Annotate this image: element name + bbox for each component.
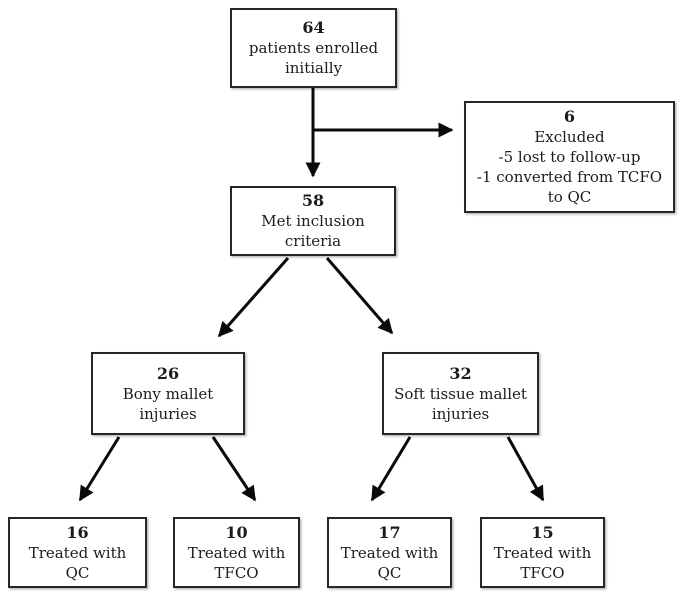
node-bony-mallet-label: Bony mallet xyxy=(122,384,214,403)
node-met-inclusion-label: criteria xyxy=(284,232,342,250)
node-soft-tissue-mallet-count: 32 xyxy=(449,363,472,383)
arrow-bony-to-qc xyxy=(78,436,121,502)
node-excluded-count: 6 xyxy=(563,107,576,126)
node-soft-tissue-mallet-label: Soft tissue mallet xyxy=(394,384,527,403)
node-excluded-detail: to QC xyxy=(547,188,592,206)
node-enrolled-count: 64 xyxy=(302,18,325,37)
node-soft-treated-tfco-label: Treated with xyxy=(493,543,592,562)
node-bony-treated-qc-count: 16 xyxy=(66,522,89,542)
node-met-inclusion-label: Met inclusion xyxy=(261,212,365,230)
node-soft-treated-tfco: 15 Treated with TFCO xyxy=(480,517,605,588)
arrow-inclusion-to-soft xyxy=(325,257,394,335)
node-enrolled-label: initially xyxy=(284,59,343,77)
node-soft-tissue-mallet-label: injuries xyxy=(431,404,490,423)
node-excluded-label: Excluded xyxy=(534,128,605,146)
node-bony-treated-qc: 16 Treated with QC xyxy=(8,517,147,588)
node-bony-mallet: 26 Bony mallet injuries xyxy=(91,352,245,435)
node-excluded-detail: -5 lost to follow-up xyxy=(498,148,641,166)
node-soft-treated-qc-label: QC xyxy=(377,563,402,582)
node-bony-treated-qc-label: QC xyxy=(65,563,90,582)
arrow-inclusion-to-bony xyxy=(217,257,290,338)
node-soft-treated-qc-label: Treated with xyxy=(340,543,439,562)
node-excluded-detail: -1 converted from TCFO xyxy=(476,168,663,186)
node-bony-treated-qc-label: Treated with xyxy=(28,543,127,562)
arrow-soft-to-tfco xyxy=(506,436,545,502)
node-soft-tissue-mallet: 32 Soft tissue mallet injuries xyxy=(382,352,539,435)
node-bony-mallet-label: injuries xyxy=(139,404,197,423)
node-met-inclusion-count: 58 xyxy=(301,191,325,210)
node-enrolled: 64 patients enrolled initially xyxy=(230,8,397,88)
node-bony-treated-tfco: 10 Treated with TFCO xyxy=(173,517,300,588)
node-met-inclusion: 58 Met inclusion criteria xyxy=(230,186,396,256)
arrow-soft-to-qc xyxy=(370,436,412,502)
node-soft-treated-tfco-count: 15 xyxy=(531,522,554,542)
node-soft-treated-qc: 17 Treated with QC xyxy=(327,517,452,588)
node-bony-treated-tfco-count: 10 xyxy=(225,522,248,542)
node-excluded: 6 Excluded -5 lost to follow-up -1 conve… xyxy=(464,101,675,213)
node-bony-treated-tfco-label: Treated with xyxy=(187,543,286,562)
node-bony-treated-tfco-label: TFCO xyxy=(214,563,259,582)
node-soft-treated-qc-count: 17 xyxy=(378,522,401,542)
node-soft-treated-tfco-label: TFCO xyxy=(520,563,565,582)
node-bony-mallet-count: 26 xyxy=(156,363,180,383)
arrow-bony-to-tfco xyxy=(211,436,257,502)
node-enrolled-label: patients enrolled xyxy=(248,39,379,57)
